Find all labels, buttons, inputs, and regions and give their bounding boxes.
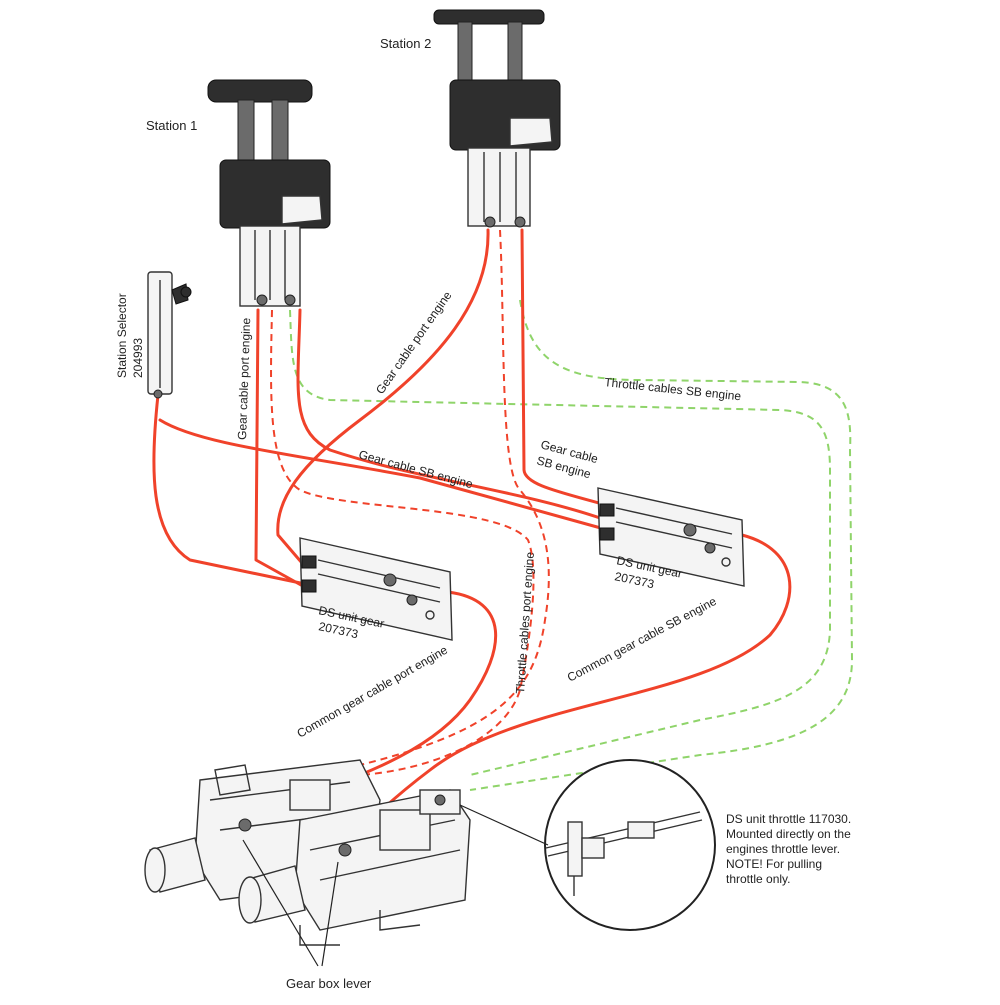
gear-cables <box>152 228 792 847</box>
station-selector-part: 204993 <box>131 338 145 378</box>
throttle-cables-port <box>270 229 550 776</box>
common-gear-sb-label: Common gear cable SB engine <box>565 594 719 685</box>
station-2-label: Station 2 <box>380 36 431 51</box>
common-gear-port-label: Common gear cable port engine <box>295 643 451 741</box>
station-selector-unit <box>147 271 192 399</box>
gear-box-lever-pointers <box>242 839 339 967</box>
station-selector-label: Station Selector <box>115 293 129 378</box>
throttle-port-label: Throttle cables port engine <box>513 551 537 694</box>
throttle-sb-label: Throttle cables SB engine <box>604 375 742 403</box>
gear-box-lever-label: Gear box lever <box>286 976 372 991</box>
throttle-detail-inset <box>459 759 716 931</box>
gearboxes <box>144 759 471 946</box>
throttle-detail-note: DS unit throttle 117030. Mounted directl… <box>726 812 896 887</box>
gear-cable-port-label: Gear cable port engine <box>235 317 253 440</box>
station-2-control <box>433 9 561 228</box>
note-line: DS unit throttle 117030. <box>726 812 852 826</box>
note-line: NOTE! For pulling <box>726 857 823 871</box>
station-1-label: Station 1 <box>146 118 197 133</box>
note-line: engines throttle lever. <box>726 842 841 856</box>
ds-unit-gear-right <box>597 487 745 587</box>
throttle-cables-sb <box>289 299 854 791</box>
note-line: throttle only. <box>726 872 791 886</box>
station-1-control <box>207 79 331 307</box>
ds-unit-gear-left <box>299 537 453 641</box>
note-line: Mounted directly on the <box>726 827 851 841</box>
